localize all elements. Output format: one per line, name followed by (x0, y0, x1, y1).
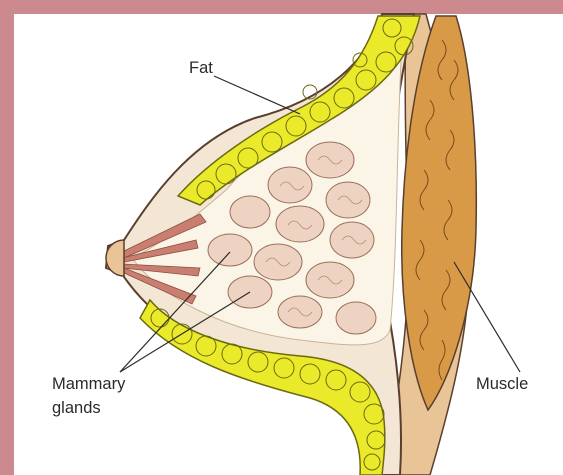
glands-label: glands (52, 398, 101, 418)
mammary-label: Mammary (52, 374, 125, 394)
fat-leader-line (214, 76, 300, 114)
fat-label: Fat (189, 58, 213, 78)
muscle-label: Muscle (476, 374, 528, 394)
